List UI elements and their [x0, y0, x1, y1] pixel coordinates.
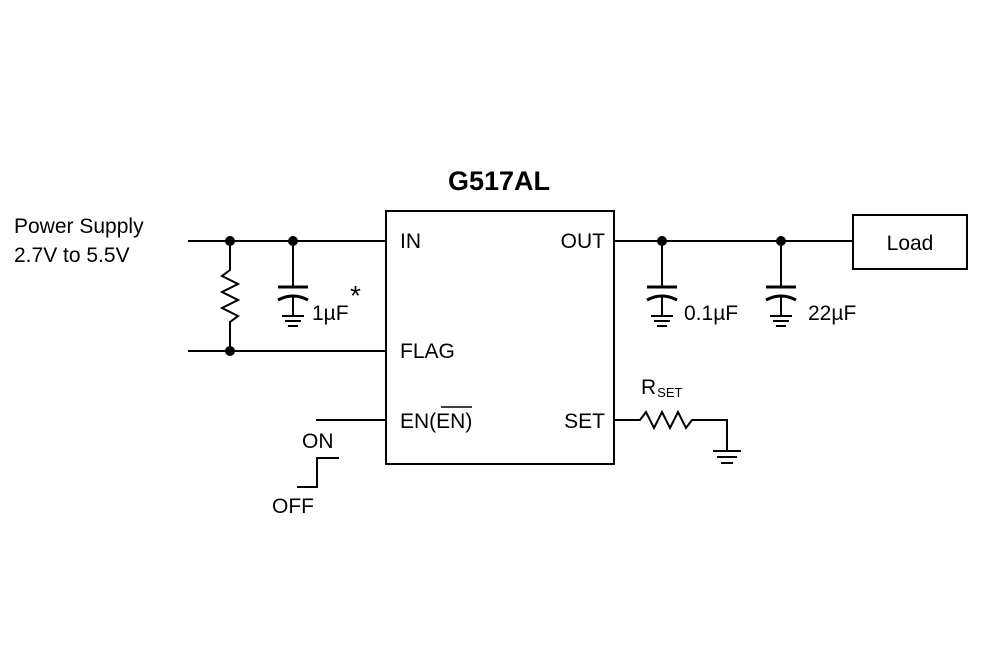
pin-in-label: IN: [400, 230, 421, 253]
input-cap-label: 1µF: [312, 302, 349, 325]
load-label: Load: [887, 232, 934, 255]
power-supply-label: Power Supply: [14, 215, 144, 238]
output-capacitor-small: [646, 236, 678, 327]
rset-resistor: [614, 409, 728, 450]
pin-en-label: EN(EN): [400, 410, 472, 433]
pin-out-label: OUT: [561, 230, 606, 253]
input-cap-note: *: [350, 280, 361, 311]
ground-symbol: [713, 450, 741, 464]
rset-label: RSET: [641, 376, 683, 400]
output-cap-small-label: 0.1µF: [684, 302, 738, 325]
voltage-range-label: 2.7V to 5.5V: [14, 244, 130, 267]
rset-subscript: SET: [657, 385, 682, 400]
on-off-switch-symbol: [297, 457, 339, 488]
pin-set-label: SET: [564, 410, 605, 433]
pin-flag-label: FLAG: [400, 340, 455, 363]
output-capacitor-large: [765, 236, 797, 327]
switch-off-label: OFF: [272, 495, 314, 518]
junction-dot: [225, 346, 235, 356]
pullup-resistor: [219, 241, 241, 351]
output-cap-large-label: 22µF: [808, 302, 856, 325]
switch-on-label: ON: [302, 430, 334, 453]
ic-body: [385, 210, 615, 465]
pin-en-bar-label: EN: [436, 410, 465, 433]
load-box: [852, 214, 968, 270]
chip-title: G517AL: [448, 166, 550, 196]
input-capacitor: [277, 236, 309, 327]
junction-dot: [225, 236, 235, 246]
